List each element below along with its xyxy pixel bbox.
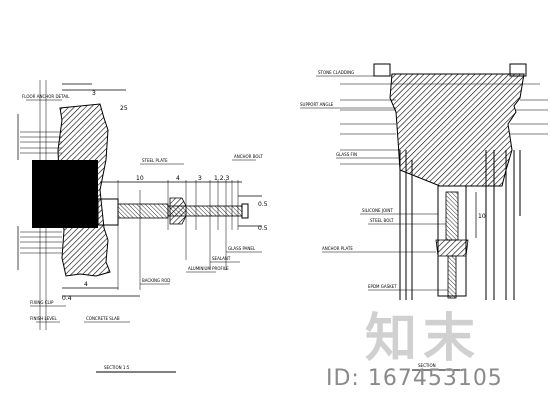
watermark-logo: 知末 [365,309,482,369]
left-callout-2: ANCHOR BOLT [234,154,263,159]
right-top-cap [389,73,525,187]
left-callout-8: CONCRETE SLAB [86,316,120,321]
left-insulation [117,203,169,219]
left-callout-9: FINISH LEVEL [30,316,57,321]
right-top-box-l [373,63,391,77]
right-fin-clamp [435,239,469,257]
left-callout-4: SEALANT [212,256,231,261]
right-detail: 10 STONE CLADDING SUPPORT ANGLE GLASS FI… [300,63,548,371]
left-dim-i: 0.4 [62,295,72,302]
left-bolt-head [169,197,187,225]
left-callout-3: GLASS PANEL [228,246,256,251]
left-dim-f: 0.5 [258,225,268,232]
left-caption: SECTION 1:5 [104,365,130,370]
left-extension-lines [39,80,239,330]
left-detail: 3 10 4 3 1.2.3 0.5 0.5 4 25 0.4 FLOOR AN… [17,80,268,373]
right-callout-4: STEEL BOLT [370,218,394,223]
left-leaders [26,99,262,323]
right-layer-lines [340,83,548,165]
left-dim-d: 1.2.3 [214,175,229,182]
left-bolt-end [241,203,249,219]
right-mullions [399,150,521,300]
right-callout-5: ANCHOR PLATE [322,246,353,251]
left-dim-top: 3 [92,90,96,97]
left-dimension-lines [17,83,262,297]
left-dim-a: 10 [136,175,144,182]
left-callout-0: FLOOR ANCHOR DETAIL [22,94,70,99]
right-dim-a: 10 [478,213,486,220]
right-fin-bolt [447,255,457,299]
right-caption: SECTION [418,363,436,368]
left-dim-g: 4 [84,281,88,288]
left-callout-1: STEEL PLATE [142,158,168,163]
left-solid-block [32,160,98,228]
right-leaders [300,75,448,291]
left-dim-h: 25 [120,105,128,112]
right-top-box-r [509,63,527,77]
left-dim-b: 4 [176,175,180,182]
left-callout-6: BACKING ROD [142,278,170,283]
right-callout-3: SILICONE JOINT [362,208,393,213]
watermark-id: ID: 167453105 [326,366,503,391]
left-dim-c: 3 [198,175,202,182]
right-callout-2: GLASS FIN [336,152,357,157]
right-fin-core [445,191,459,241]
left-layer-lines [20,131,62,254]
left-callout-7: FIXING CLIP [30,300,54,305]
right-callout-0: STONE CLADDING [318,70,354,75]
right-callout-1: SUPPORT ANGLE [300,102,334,107]
left-dim-e: 0.5 [258,201,268,208]
left-callout-5: ALUMINIUM PROFILE [188,266,229,271]
right-callout-6: EPDM GASKET [368,284,397,289]
